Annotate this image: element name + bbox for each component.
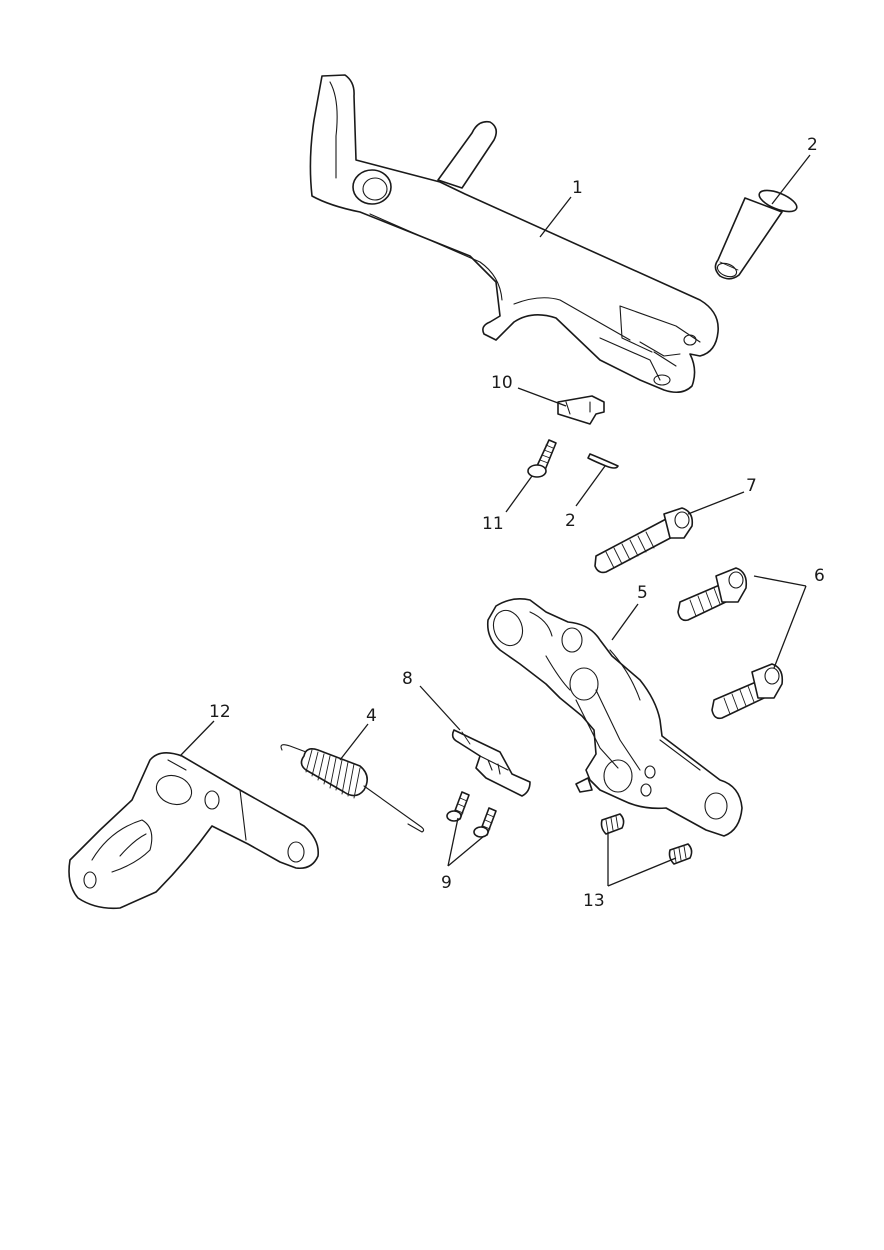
callout-5: 5 xyxy=(637,583,648,603)
part-6-bolt-lower xyxy=(711,663,784,720)
callout-2-pin: 2 xyxy=(807,135,818,155)
leader-2b xyxy=(575,465,606,507)
part-9-screw-right xyxy=(473,807,497,838)
part-6-bolt-upper xyxy=(677,567,748,622)
leader-11 xyxy=(505,475,533,513)
leader-7 xyxy=(687,491,745,515)
part-12-bracket-plate xyxy=(68,752,320,910)
callout-2-clip: 2 xyxy=(565,511,576,531)
part-9-screw-left xyxy=(446,791,470,822)
leader-4 xyxy=(339,723,369,761)
part-11-screw xyxy=(527,439,557,478)
leader-2a xyxy=(771,154,811,205)
part-1-side-stand xyxy=(309,74,719,394)
callouts: 1 2 2 4 5 6 7 8 9 10 11 12 13 xyxy=(209,135,825,911)
leader-6 xyxy=(753,575,807,669)
part-5-mounting-bracket xyxy=(486,598,743,837)
callout-1: 1 xyxy=(572,178,583,198)
leader-13 xyxy=(607,832,677,887)
part-13-grub-screw-left xyxy=(600,813,625,835)
callout-10: 10 xyxy=(491,373,513,393)
part-10-switch-bracket xyxy=(557,395,605,425)
leader-10 xyxy=(517,387,567,407)
callout-11: 11 xyxy=(482,514,504,534)
leader-12 xyxy=(179,720,215,757)
part-7-long-bolt xyxy=(594,507,694,574)
part-4-spring xyxy=(280,744,425,833)
callout-4: 4 xyxy=(366,706,377,726)
callout-12: 12 xyxy=(209,702,231,722)
callout-6: 6 xyxy=(814,566,825,586)
leader-9 xyxy=(447,817,485,867)
callout-8: 8 xyxy=(402,669,413,689)
callout-7: 7 xyxy=(746,476,757,496)
part-2-pivot-pin xyxy=(714,189,798,280)
leader-lines xyxy=(179,154,811,887)
part-2-circlip xyxy=(587,453,619,469)
leader-8 xyxy=(419,685,461,731)
leader-1 xyxy=(539,196,572,238)
callout-13: 13 xyxy=(583,891,605,911)
leader-5 xyxy=(611,603,639,641)
part-13-grub-screw-right xyxy=(668,843,693,865)
callout-9: 9 xyxy=(441,873,452,893)
part-8-sidestand-switch xyxy=(451,729,531,797)
